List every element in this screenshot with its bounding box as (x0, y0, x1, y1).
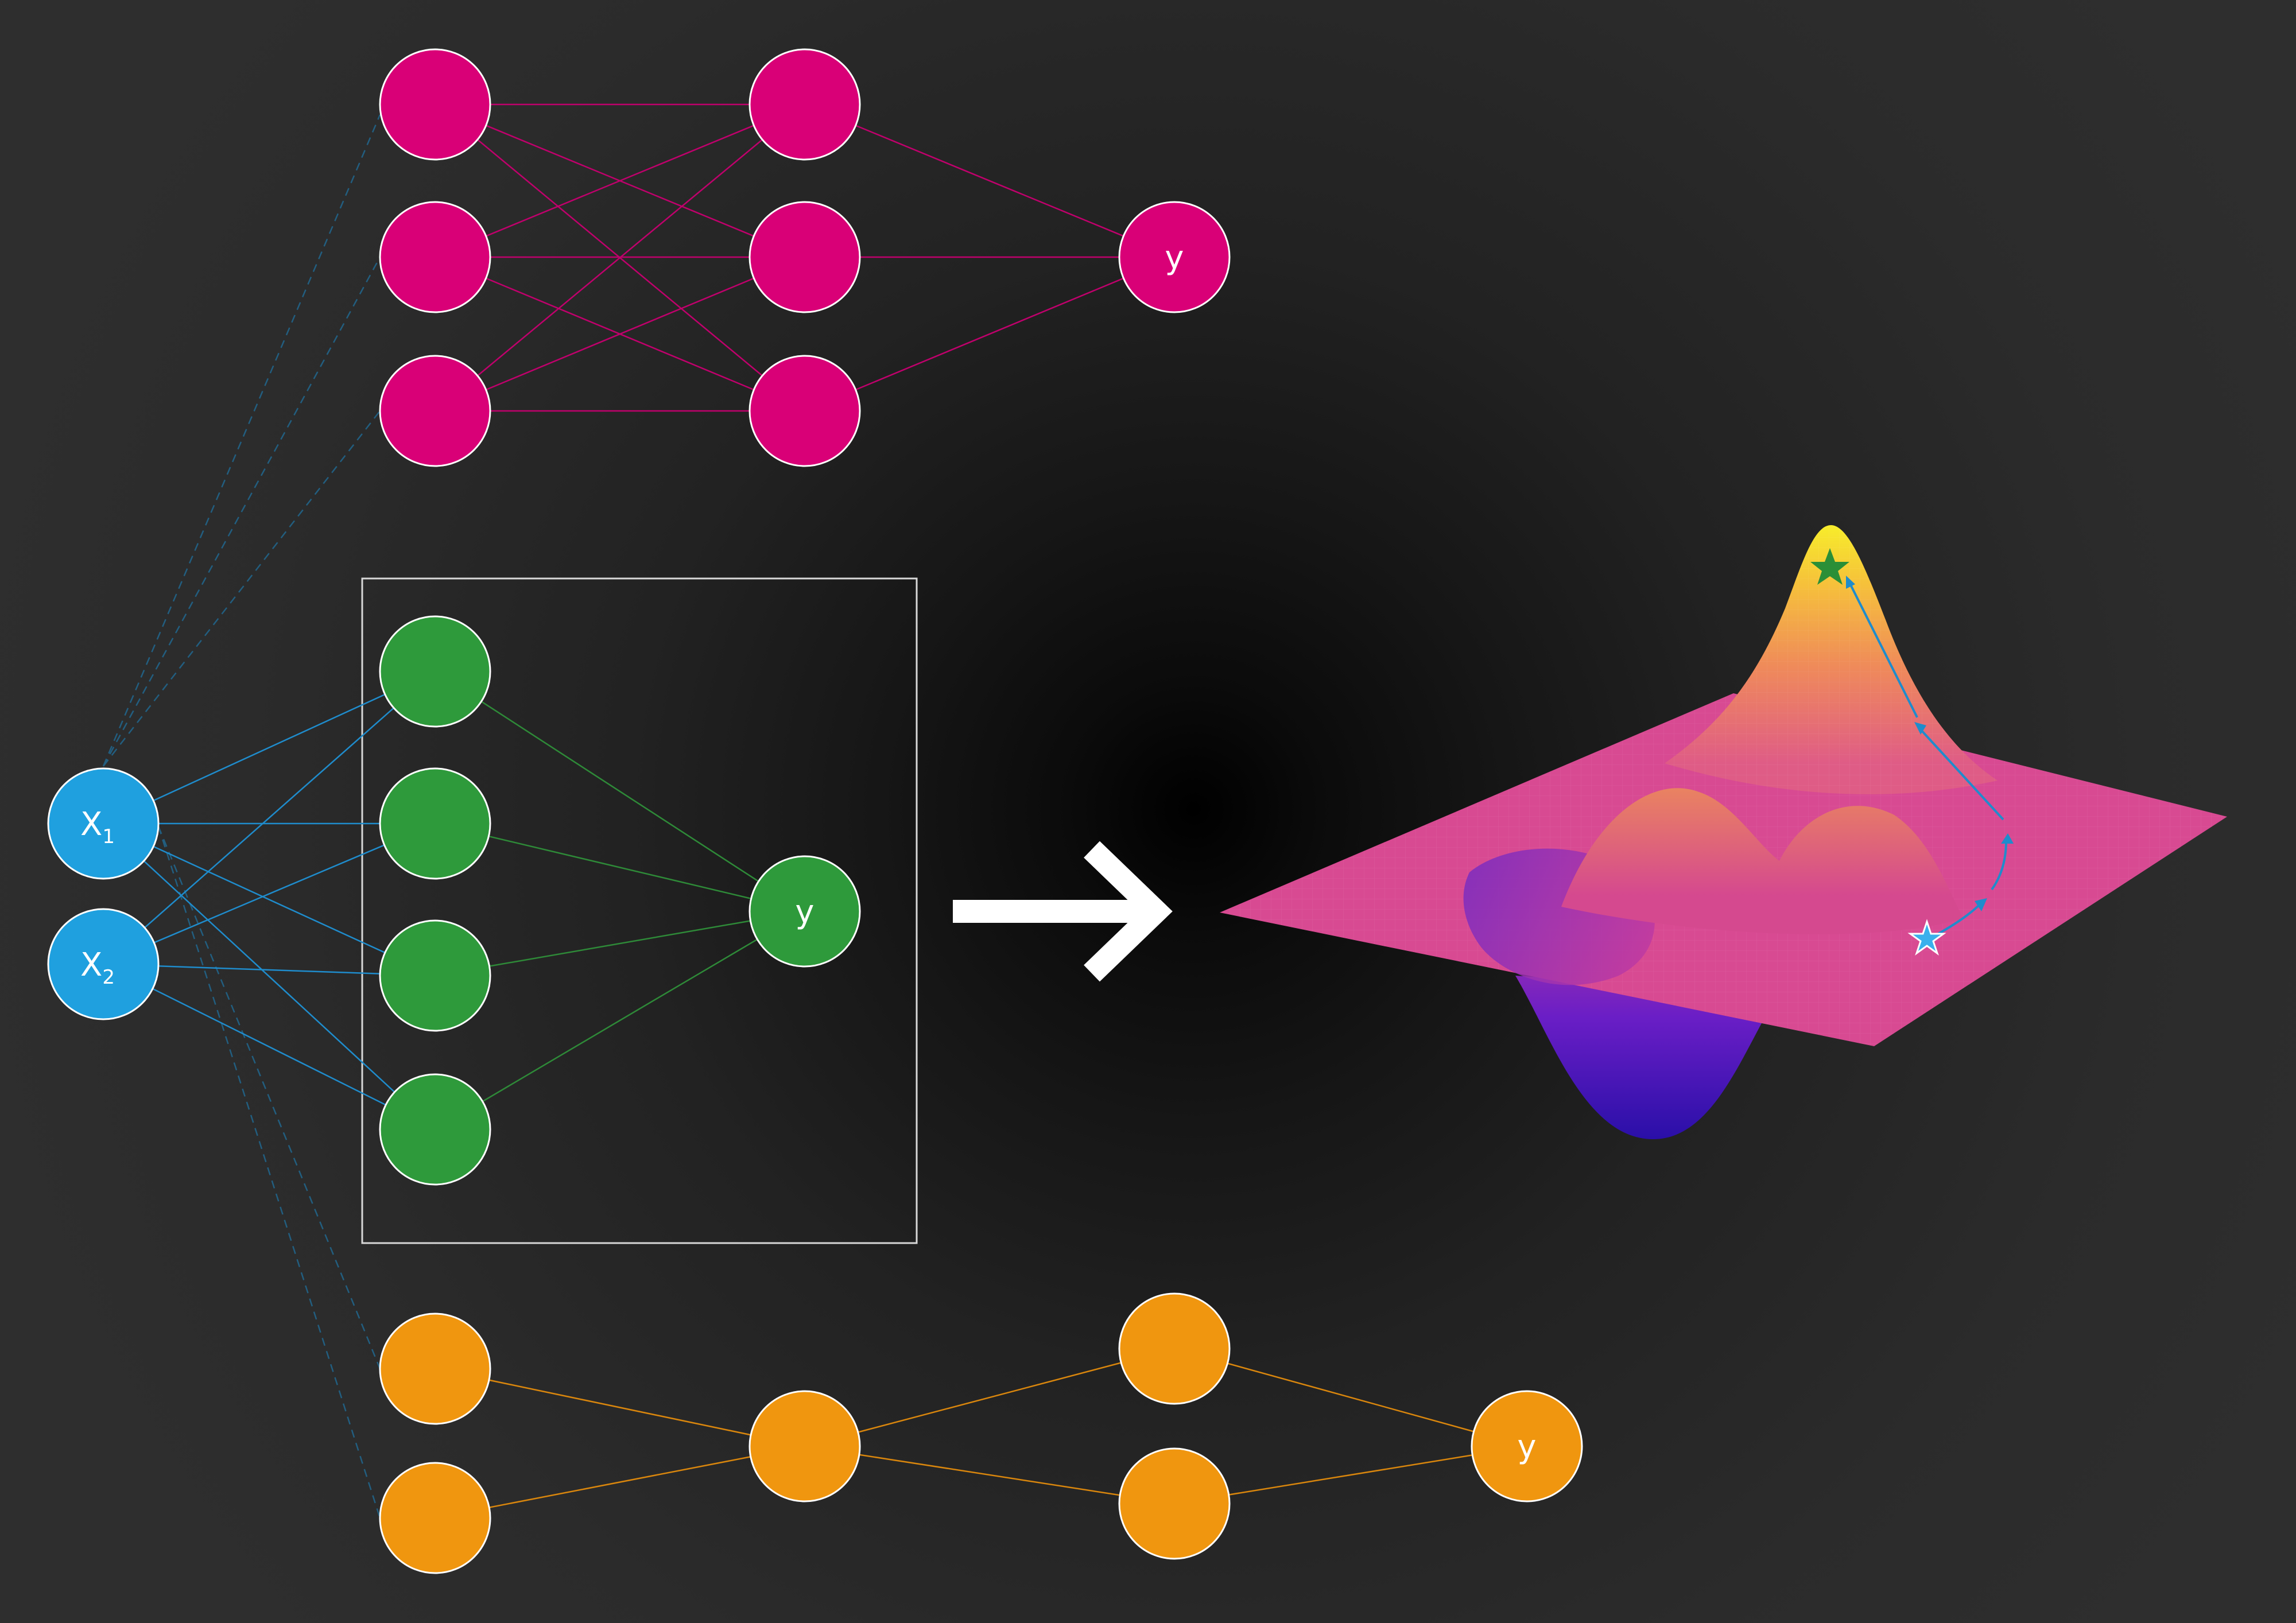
orange-output-label: y (1517, 1428, 1536, 1466)
path-arrowhead (1975, 898, 1987, 911)
magenta-node (748, 48, 861, 161)
input-dashed-connections (102, 114, 381, 1519)
orange-node (1118, 1292, 1231, 1405)
magenta-node (379, 48, 491, 161)
dashed-link (102, 114, 381, 767)
orange-node (1118, 1447, 1231, 1560)
path-arrowhead (1914, 722, 1926, 735)
surface-peak-mesh (1665, 525, 1998, 794)
right-arrow-icon (953, 841, 1173, 982)
input-node-x1 (47, 767, 160, 880)
green-node (379, 1073, 491, 1186)
green-output-node (748, 855, 861, 968)
magenta-network: y (379, 48, 1231, 467)
dashed-link (157, 826, 381, 1519)
gradient-path (1848, 582, 2007, 935)
green-node (379, 767, 491, 880)
input-node-x2 (47, 908, 160, 1020)
loss-surface (1220, 525, 2227, 1139)
green-output-label: y (795, 894, 814, 931)
orange-connections (435, 1348, 1527, 1519)
magenta-connections (435, 103, 1175, 412)
orange-node (379, 1462, 491, 1574)
magenta-node (748, 355, 861, 467)
magenta-output-label: y (1165, 239, 1184, 277)
green-network: y (103, 577, 918, 1244)
magenta-node (379, 201, 491, 313)
path-arrowhead (1846, 576, 1855, 589)
star-outline-icon (1907, 919, 1946, 956)
input-layer: X1 X2 (47, 767, 160, 1020)
orange-output-node (1471, 1390, 1583, 1502)
input-label-x2: X2 (80, 946, 115, 989)
green-node (379, 615, 491, 728)
magenta-output-node (1118, 201, 1231, 313)
dashed-link (102, 257, 381, 767)
star-filled-icon (1810, 548, 1849, 585)
green-connections (435, 670, 805, 1131)
dashed-link (103, 410, 381, 767)
gradient-arrowheads (1846, 576, 2014, 911)
magenta-node (379, 355, 491, 467)
orange-network: y (379, 1292, 1583, 1574)
orange-node (748, 1390, 861, 1502)
surface-minor-peaks (1561, 788, 1963, 934)
input-label-x1: X1 (80, 806, 115, 848)
path-arrowhead (2001, 833, 2014, 844)
dashed-link (157, 826, 381, 1369)
highlight-frame (361, 577, 918, 1244)
magenta-node (748, 201, 861, 313)
orange-node (379, 1313, 491, 1425)
surface-valley (1515, 976, 1779, 1139)
green-node (379, 919, 491, 1032)
